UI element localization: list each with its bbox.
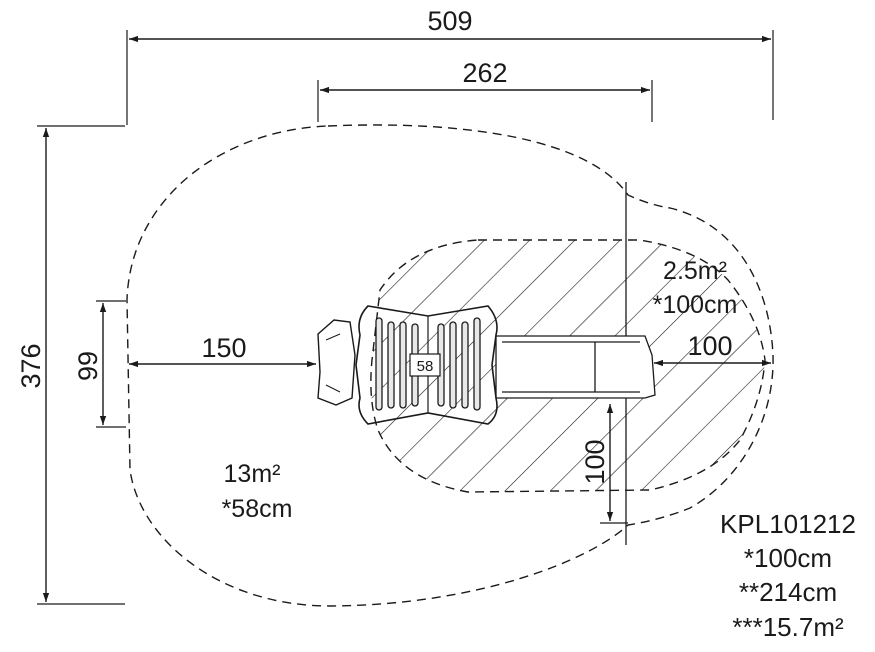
dimension-inner-width: 262	[317, 58, 653, 122]
slide-zone-height: *100cm	[653, 291, 738, 319]
spec-line-2: **214cm	[739, 577, 837, 607]
overall-height-value: 376	[16, 343, 46, 388]
slide-zone-area: 2.5m²	[663, 257, 727, 285]
spec-line-3: ***15.7m²	[732, 612, 844, 642]
main-zone-height: *58cm	[222, 495, 293, 523]
spec-line-1: *100cm	[744, 543, 832, 573]
slide-chute	[495, 335, 656, 399]
platform-label: 58	[417, 358, 434, 375]
right-clearance-value: 100	[687, 331, 732, 361]
dimension-left-clearance: 150	[129, 333, 316, 368]
platform: 58	[355, 305, 498, 425]
side-height-value: 99	[73, 351, 103, 381]
platform-slats	[375, 317, 481, 411]
left-clearance-value: 150	[201, 333, 246, 363]
dimension-side-height: 99	[73, 300, 126, 428]
overall-width-value: 509	[427, 6, 472, 36]
spec-block: KPL101212 *100cm **214cm ***15.7m²	[720, 509, 856, 642]
platform-label-box	[409, 353, 441, 377]
main-zone-area: 13m²	[224, 460, 281, 488]
bottom-clearance-value: 100	[580, 439, 610, 484]
dimension-right-clearance: 100	[654, 331, 771, 367]
entry-step	[317, 319, 356, 406]
outer-safety-zone	[126, 124, 774, 607]
dimension-bottom-clearance: 100	[580, 404, 628, 524]
inner-width-value: 262	[462, 58, 507, 88]
dimension-overall-width: 509	[126, 6, 774, 125]
model-number: KPL101212	[720, 509, 856, 539]
dimension-overall-height: 376	[16, 125, 125, 605]
